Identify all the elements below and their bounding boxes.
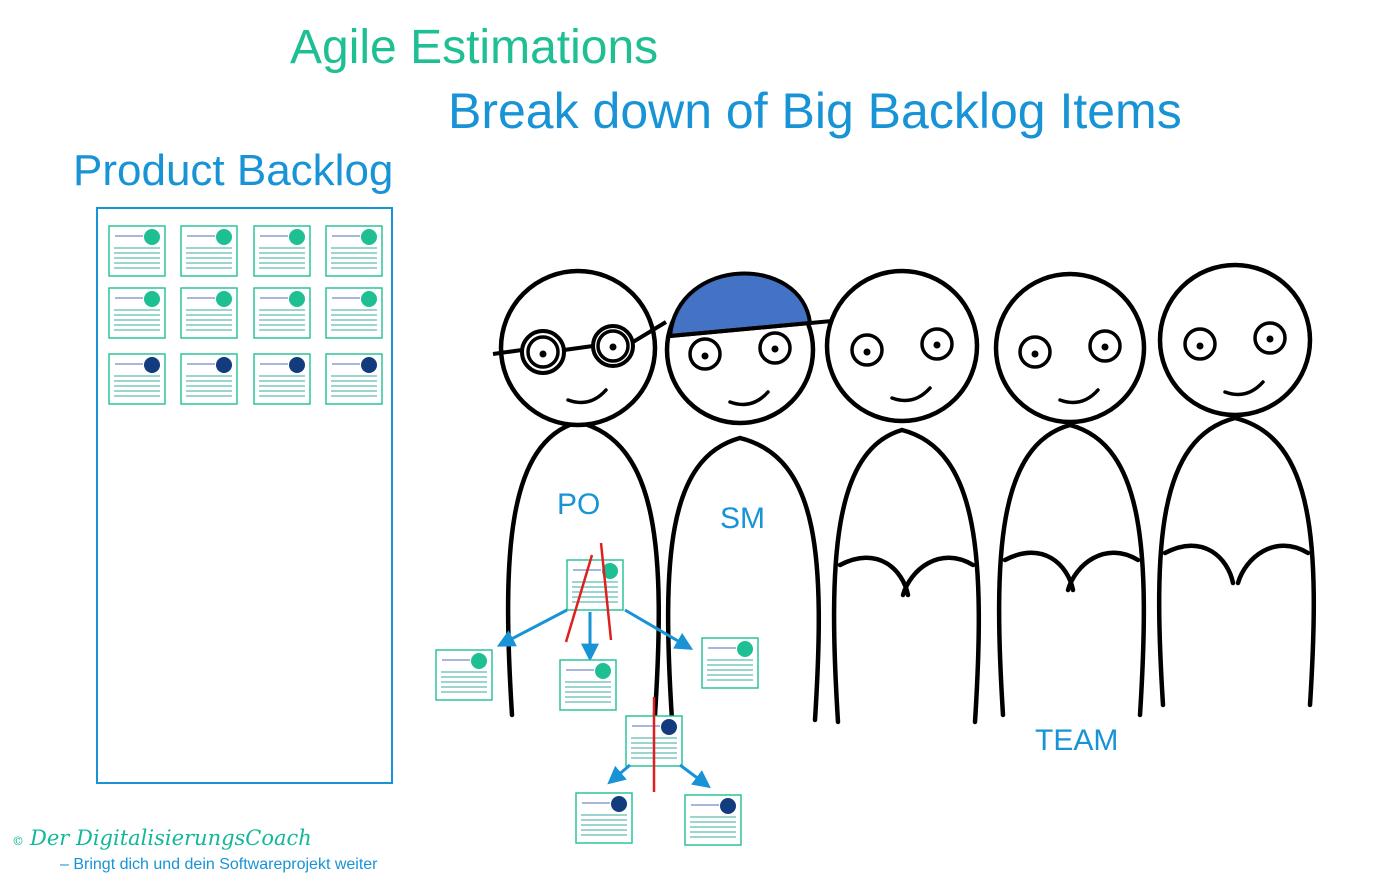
figure-head xyxy=(993,271,1147,425)
teal-dot-icon xyxy=(144,291,160,307)
split-item-card xyxy=(435,649,493,701)
backlog-card xyxy=(253,287,311,339)
navy-dot-icon xyxy=(216,357,232,373)
smile xyxy=(1058,388,1100,405)
backlog-card xyxy=(108,353,166,405)
pupil xyxy=(701,352,709,360)
cut-line-icon xyxy=(599,542,613,641)
brand-tagline: – Bringt dich und dein Softwareprojekt w… xyxy=(60,856,378,873)
pupil xyxy=(1031,350,1039,358)
brand-name: Der DigitalisierungsCoach xyxy=(30,826,312,850)
stick-figure-icon xyxy=(824,268,982,725)
pupil xyxy=(609,343,617,351)
backlog-card xyxy=(108,225,166,277)
navy-dot-icon xyxy=(611,796,627,812)
figure-head xyxy=(824,268,980,424)
po-label: PO xyxy=(557,488,601,521)
stick-figure-icon xyxy=(664,271,877,723)
cut-line-icon xyxy=(564,554,594,643)
sm-label: SM xyxy=(720,502,765,535)
backlog-card xyxy=(180,225,238,277)
figure-head xyxy=(1157,262,1313,418)
backlog-card xyxy=(108,287,166,339)
figure-arm xyxy=(1235,543,1311,586)
page-subtitle: Break down of Big Backlog Items xyxy=(448,83,1182,139)
figure-arm xyxy=(900,555,976,598)
navy-dot-icon xyxy=(720,798,736,814)
figure-arm xyxy=(1002,550,1076,593)
backlog-card xyxy=(180,353,238,405)
figure-body xyxy=(665,435,822,723)
stick-figure-icon xyxy=(492,268,668,718)
pupil xyxy=(933,341,941,349)
glasses-arm xyxy=(492,348,523,356)
teal-dot-icon xyxy=(216,229,232,245)
teal-dot-icon xyxy=(361,229,377,245)
teal-dot-icon xyxy=(216,291,232,307)
navy-dot-icon xyxy=(289,357,305,373)
teal-dot-icon xyxy=(737,641,753,657)
stick-figure-icon xyxy=(993,271,1147,718)
team-figures xyxy=(492,262,1317,725)
arrow-icon xyxy=(624,608,694,650)
arrow-icon xyxy=(607,763,631,785)
navy-dot-icon xyxy=(361,357,377,373)
product-backlog-title: Product Backlog xyxy=(73,146,394,195)
pupil xyxy=(771,345,779,353)
figure-body xyxy=(996,422,1147,718)
smile xyxy=(728,390,770,407)
pupil xyxy=(863,348,871,356)
figure-arm xyxy=(1065,550,1141,593)
split-item-card xyxy=(559,659,617,711)
backlog-card xyxy=(325,225,383,277)
arrow-icon xyxy=(679,763,711,789)
teal-dot-icon xyxy=(289,229,305,245)
pupil xyxy=(1196,342,1204,350)
figure-body xyxy=(1156,415,1317,708)
navy-dot-icon xyxy=(144,357,160,373)
team-label: TEAM xyxy=(1035,724,1119,757)
page-title: Agile Estimations xyxy=(290,21,659,74)
backlog-card xyxy=(325,287,383,339)
pupil xyxy=(539,350,547,358)
pupil xyxy=(1101,343,1109,351)
figure-arm xyxy=(1162,543,1236,586)
breakdown-tree xyxy=(435,542,759,846)
pupil xyxy=(1266,335,1274,343)
backlog-card-grid xyxy=(108,225,383,405)
smile xyxy=(890,386,932,403)
figure-arm xyxy=(837,555,911,598)
backlog-card xyxy=(180,287,238,339)
copyright-symbol: © xyxy=(12,834,24,848)
backlog-card xyxy=(253,353,311,405)
glasses-arm xyxy=(631,320,668,344)
teal-dot-icon xyxy=(471,653,487,669)
brand-logo: © Der DigitalisierungsCoach xyxy=(12,826,312,850)
split-item-card xyxy=(701,637,759,689)
teal-dot-icon xyxy=(602,563,618,579)
split-item-card xyxy=(575,792,633,844)
big-backlog-item-card xyxy=(566,559,624,611)
teal-dot-icon xyxy=(361,291,377,307)
backlog-card xyxy=(325,353,383,405)
cap-icon xyxy=(667,271,813,339)
smile xyxy=(1223,380,1265,397)
split-item-card xyxy=(684,794,742,846)
figure-body xyxy=(831,427,982,725)
glasses-bridge xyxy=(563,344,594,352)
product-backlog-board xyxy=(96,207,393,784)
teal-dot-icon xyxy=(595,663,611,679)
arrow-icon xyxy=(496,608,568,647)
smile xyxy=(566,388,608,405)
teal-dot-icon xyxy=(144,229,160,245)
navy-dot-icon xyxy=(661,719,677,735)
backlog-card xyxy=(253,225,311,277)
teal-dot-icon xyxy=(289,291,305,307)
stick-figure-icon xyxy=(1156,262,1317,708)
